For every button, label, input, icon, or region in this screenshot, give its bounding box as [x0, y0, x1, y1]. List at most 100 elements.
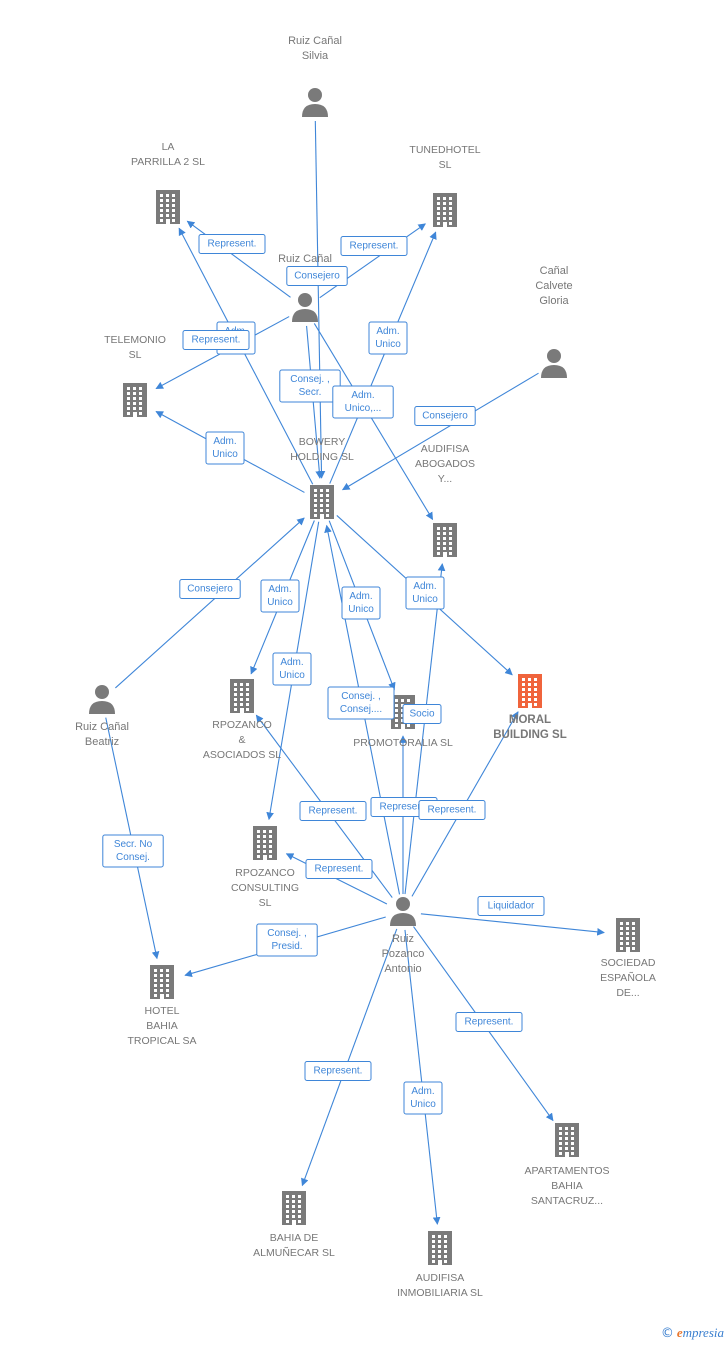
node-audifisa_abog[interactable]: AUDIFISAABOGADOSY... [415, 443, 475, 557]
edge-label-text: Unico [212, 449, 238, 460]
building-window [127, 397, 130, 400]
building-window [160, 209, 163, 212]
node-label: ASOCIADOS SL [203, 749, 281, 761]
building-window [620, 947, 623, 950]
edge-label-box [102, 834, 164, 868]
building-window [172, 194, 175, 197]
building-window [571, 1147, 574, 1150]
building-window [166, 984, 169, 987]
building-window [314, 509, 317, 512]
edge-label-box [477, 896, 545, 916]
building-window [292, 1195, 295, 1198]
edge-label-text: Socio [409, 709, 434, 720]
building-window [160, 194, 163, 197]
edge-label[interactable]: Liquidador [477, 896, 545, 916]
building-window [160, 984, 163, 987]
building-window [395, 719, 398, 722]
edge-label[interactable]: Adm.Unico,... [332, 385, 394, 419]
building-window [133, 402, 136, 405]
node-ruizcanal[interactable]: Ruiz Cañal [278, 253, 332, 322]
building-window [565, 1142, 568, 1145]
edge-label[interactable]: Consejero [179, 579, 241, 599]
node-sociedad[interactable]: SOCIEDADESPAÑOLADE... [600, 918, 656, 999]
node-label: Silvia [302, 50, 329, 62]
building-window [444, 1245, 447, 1248]
edge-label[interactable]: Represent. [299, 801, 367, 821]
edge-label[interactable]: Consejero [414, 406, 476, 426]
person-body [89, 701, 115, 714]
building-window [449, 207, 452, 210]
edge-label[interactable]: Represent. [305, 859, 373, 879]
edge-label[interactable]: Adm.Unico [260, 579, 300, 613]
edge-label[interactable]: Adm.Unico [205, 431, 245, 465]
edge-label[interactable]: Represent. [455, 1012, 523, 1032]
building-window [632, 947, 635, 950]
building-window [326, 489, 329, 492]
building-window [444, 1260, 447, 1263]
building-window [437, 547, 440, 550]
edge-label[interactable]: Adm.Unico [403, 1081, 443, 1115]
edge-labels-layer: ConsejeroRepresent.Represent.Adm.UnicoCo… [102, 234, 545, 1115]
building-window [407, 724, 410, 727]
building-window [432, 1255, 435, 1258]
node-apartamentos[interactable]: APARTAMENTOSBAHIASANTACRUZ... [525, 1123, 610, 1207]
node-label: DE... [616, 987, 639, 999]
edge-label[interactable]: Adm.Unico [368, 321, 408, 355]
edge-label[interactable]: Adm.Unico [341, 586, 381, 620]
edge-beatriz-to-bowery [115, 517, 305, 689]
node-label: AUDIFISA [416, 1272, 464, 1284]
node-label: TUNEDHOTEL [409, 144, 480, 156]
building-window [438, 1245, 441, 1248]
building-window [620, 932, 623, 935]
edge-label[interactable]: Adm.Unico [405, 576, 445, 610]
building-window [246, 708, 249, 711]
building-door [133, 412, 137, 417]
edge-label[interactable]: Represent. [182, 330, 250, 350]
edge-label[interactable]: Socio [402, 704, 442, 724]
edge-label[interactable]: Consej. ,Consej.... [327, 686, 395, 720]
building-window [528, 693, 531, 696]
building-window [286, 1210, 289, 1213]
building-window [160, 204, 163, 207]
edge-label-text: Represent. [380, 802, 429, 813]
building-window [234, 698, 237, 701]
building-window [522, 703, 525, 706]
edge-label[interactable]: Represent. [304, 1061, 372, 1081]
building-window [263, 845, 266, 848]
building-window [449, 527, 452, 530]
edge-label[interactable]: Adm.Unico [272, 652, 312, 686]
building-window [154, 984, 157, 987]
building-window [133, 397, 136, 400]
edge-label-text: Consej.... [340, 704, 382, 715]
building-door [626, 947, 630, 952]
node-label: RPOZANCO [235, 867, 295, 879]
edge-label[interactable]: Represent. [340, 236, 408, 256]
building-window [166, 989, 169, 992]
edge-label[interactable]: Consejero [286, 266, 348, 286]
edge-label[interactable]: Represent. [198, 234, 266, 254]
building-window [127, 392, 130, 395]
building-window [263, 835, 266, 838]
edge-label[interactable]: Consej. ,Presid. [256, 923, 318, 957]
brand-footer: ©empresia [661, 1325, 724, 1341]
node-label: CONSULTING [231, 882, 299, 894]
edge-label[interactable]: Represent. [418, 800, 486, 820]
node-label: MORAL [509, 714, 551, 726]
edge-label[interactable]: Consej. ,Secr. [279, 369, 341, 403]
node-rpozanco_asoc[interactable]: RPOZANCO&ASOCIADOS SL [203, 679, 281, 761]
building-window [154, 974, 157, 977]
